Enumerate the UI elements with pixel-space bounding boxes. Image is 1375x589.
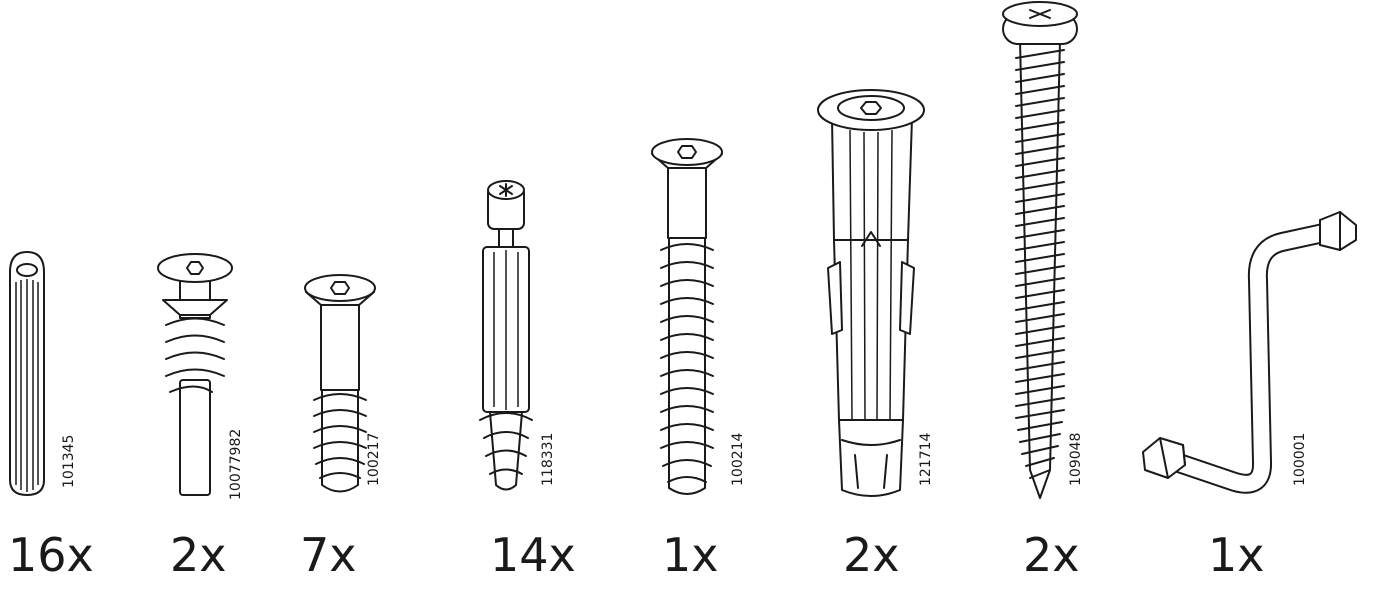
allen-key-icon xyxy=(1142,211,1357,494)
wall-plug-icon xyxy=(817,89,925,497)
quantity-16x: 16x xyxy=(8,528,94,582)
article-number-10077982: 10077982 xyxy=(228,429,244,500)
article-number-118331: 118331 xyxy=(540,433,556,486)
article-number-121714: 121714 xyxy=(918,432,934,486)
article-number-100217: 100217 xyxy=(366,433,382,486)
quantity-14x: 14x xyxy=(490,528,576,582)
dowel-icon xyxy=(9,251,45,496)
article-number-109048: 109048 xyxy=(1068,433,1084,486)
long-screw-icon xyxy=(651,138,723,495)
short-screw-icon xyxy=(304,274,376,493)
article-number-101345: 101345 xyxy=(61,435,77,488)
quantity-2x: 2x xyxy=(1023,528,1080,582)
quantity-1x: 1x xyxy=(662,528,719,582)
quantity-1x: 1x xyxy=(1208,528,1265,582)
article-number-100214: 100214 xyxy=(730,432,746,486)
cam-screw-icon xyxy=(157,253,233,496)
quantity-7x: 7x xyxy=(300,528,357,582)
quantity-2x: 2x xyxy=(843,528,900,582)
wood-screw-icon xyxy=(1002,1,1078,499)
article-number-100001: 100001 xyxy=(1292,433,1308,486)
quantity-2x: 2x xyxy=(170,528,227,582)
cam-lock-dowel-icon xyxy=(479,180,533,491)
